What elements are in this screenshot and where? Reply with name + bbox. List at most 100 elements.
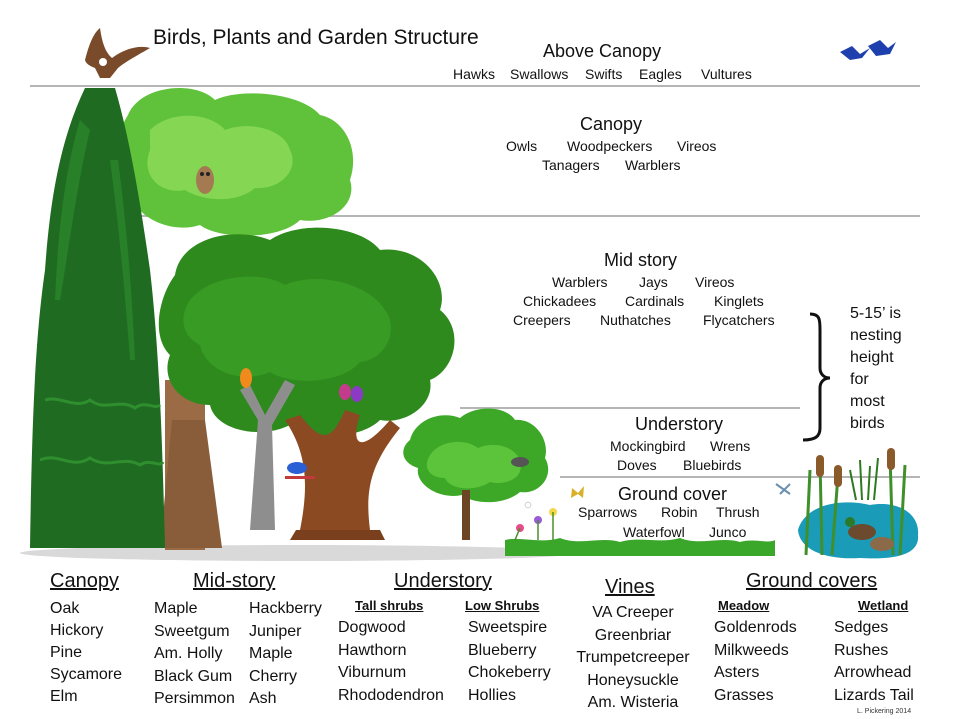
zone-mid-story-bird: Creepers [513, 312, 571, 328]
plant-item: Sweetspire [468, 619, 548, 636]
plant-item: Rhododendron [338, 686, 444, 704]
zone-mid-story-bird: Chickadees [523, 293, 597, 309]
plant-item: Ash [249, 690, 277, 707]
zone-ground-cover-bird: Thrush [716, 504, 760, 520]
zone-ground-cover-bird: Sparrows [578, 504, 638, 520]
zone-above-canopy-bird: Swallows [510, 66, 569, 82]
plants-mid-story-col1: Maple Sweetgum Am. Holly Black Gum Persi… [154, 598, 235, 711]
nesting-note-line: nesting [850, 327, 902, 344]
butterfly-icon [571, 486, 584, 498]
zone-above-canopy-bird: Eagles [639, 66, 682, 82]
zone-ground-cover-bird: Robin [661, 504, 698, 520]
dragonfly-icon [775, 483, 791, 495]
plant-item: Honeysuckle [587, 671, 679, 689]
plant-item: Hawthorn [338, 641, 407, 659]
plant-item: Am. Holly [154, 645, 223, 662]
zone-mid-story-bird: Kinglets [714, 293, 764, 309]
nesting-note: 5-15’ is nesting height for most birds [850, 303, 930, 435]
plant-item: Am. Wisteria [587, 694, 679, 711]
zone-above-canopy-bird: Vultures [701, 66, 752, 82]
zone-ground-cover-title: Ground cover [618, 484, 728, 504]
plant-item: Grasses [714, 686, 774, 704]
plant-item: Pine [50, 644, 83, 661]
plant-item: Lizards Tail [834, 686, 914, 704]
plant-item: Hollies [468, 686, 517, 704]
zone-above-canopy-title: Above Canopy [543, 41, 662, 61]
nesting-bracket [802, 312, 831, 442]
plant-item: Sedges [834, 619, 889, 636]
zone-ground-cover-bird: Junco [709, 524, 747, 540]
plants-canopy-list: Oak Hickory Pine Sycamore Elm [50, 598, 122, 708]
plants-mid-story-heading: Mid-story [193, 570, 276, 592]
pine-tree [30, 88, 165, 548]
nesting-note-line: 5-15’ is [850, 305, 901, 322]
plant-item: Goldenrods [714, 619, 797, 636]
zone-canopy-bird: Warblers [625, 157, 681, 173]
zone-understory-bird: Doves [617, 457, 657, 473]
plant-item: Sycamore [50, 666, 123, 683]
nesting-note-line: for [850, 371, 869, 388]
zone-canopy-bird: Tanagers [542, 157, 600, 173]
wetland-pond [798, 448, 919, 559]
eagle-icon [85, 28, 150, 78]
zone-above-canopy-bird: Swifts [585, 66, 623, 82]
plant-item: Trumpetcreeper [576, 649, 690, 666]
plant-item: Asters [714, 664, 760, 681]
plant-item: Chokeberry [468, 664, 551, 681]
plants-vines-list: VA Creeper Greenbriar Trumpetcreeper Hon… [570, 602, 696, 715]
plant-item: Maple [249, 645, 293, 662]
plant-item: Viburnum [338, 664, 407, 681]
plant-item: Rushes [834, 641, 889, 659]
plant-item: Sweetgum [154, 622, 230, 640]
ground-cover-grass [505, 501, 775, 556]
plants-ground-covers-col2: Sedges Rushes Arrowhead Lizards Tail [834, 617, 914, 707]
owl-icon [196, 166, 214, 194]
plants-ground-covers-subheading: Meadow [718, 598, 770, 613]
plant-item: Black Gum [154, 667, 233, 685]
plant-item: Maple [154, 600, 198, 617]
duck-icon [845, 517, 894, 551]
plant-item: Oak [50, 600, 80, 617]
plants-understory-subheading: Low Shrubs [465, 598, 540, 613]
zone-understory-bird: Bluebirds [683, 457, 742, 473]
page-title: Birds, Plants and Garden Structure [153, 26, 479, 49]
zone-mid-story-title: Mid story [604, 250, 678, 270]
zone-mid-story-bird: Vireos [695, 274, 735, 290]
nesting-note-line: most [850, 393, 885, 410]
plants-mid-story-col2: Hackberry Juniper Maple Cherry Ash [249, 598, 322, 711]
zone-mid-story-bird: Nuthatches [600, 312, 671, 328]
credit: L. Pickering 2014 [857, 708, 912, 715]
plant-item: Hackberry [249, 600, 322, 617]
nesting-note-line: height [850, 349, 894, 366]
zone-canopy-bird: Woodpeckers [567, 138, 653, 154]
zone-canopy-bird: Vireos [677, 138, 717, 154]
plants-ground-covers-subheading: Wetland [858, 598, 909, 613]
zone-understory-bird: Wrens [710, 438, 751, 454]
plant-item: Blueberry [468, 641, 537, 659]
plants-ground-covers-col1: Goldenrods Milkweeds Asters Grasses [714, 617, 797, 707]
plant-item: Persimmon [154, 690, 235, 707]
plants-ground-covers-heading: Ground covers [746, 570, 878, 592]
zone-canopy-title: Canopy [580, 114, 643, 134]
bluebird-icon [285, 462, 315, 479]
mockingbird-icon [511, 457, 529, 467]
plants-vines-heading: Vines [605, 576, 655, 598]
plant-item: Hickory [50, 622, 104, 639]
plants-understory-subheading: Tall shrubs [355, 598, 424, 613]
plants-canopy-heading: Canopy [50, 570, 119, 592]
nesting-note-line: birds [850, 415, 885, 432]
plant-item: Elm [50, 688, 78, 705]
light-oak-canopy [117, 88, 354, 236]
plant-item: Greenbriar [594, 626, 672, 644]
plants-understory-col1: Dogwood Hawthorn Viburnum Rhododendron [338, 617, 444, 707]
zone-ground-cover-bird: Waterfowl [623, 524, 685, 540]
zone-understory-title: Understory [635, 414, 724, 434]
plant-item: Juniper [249, 622, 302, 640]
zone-mid-story-bird: Cardinals [625, 293, 685, 309]
zone-mid-story-bird: Flycatchers [703, 312, 775, 328]
midstory-tree [158, 227, 455, 436]
plant-item: Milkweeds [714, 641, 789, 659]
plant-item: Arrowhead [834, 664, 912, 681]
parrot-pair-icon [339, 384, 363, 402]
